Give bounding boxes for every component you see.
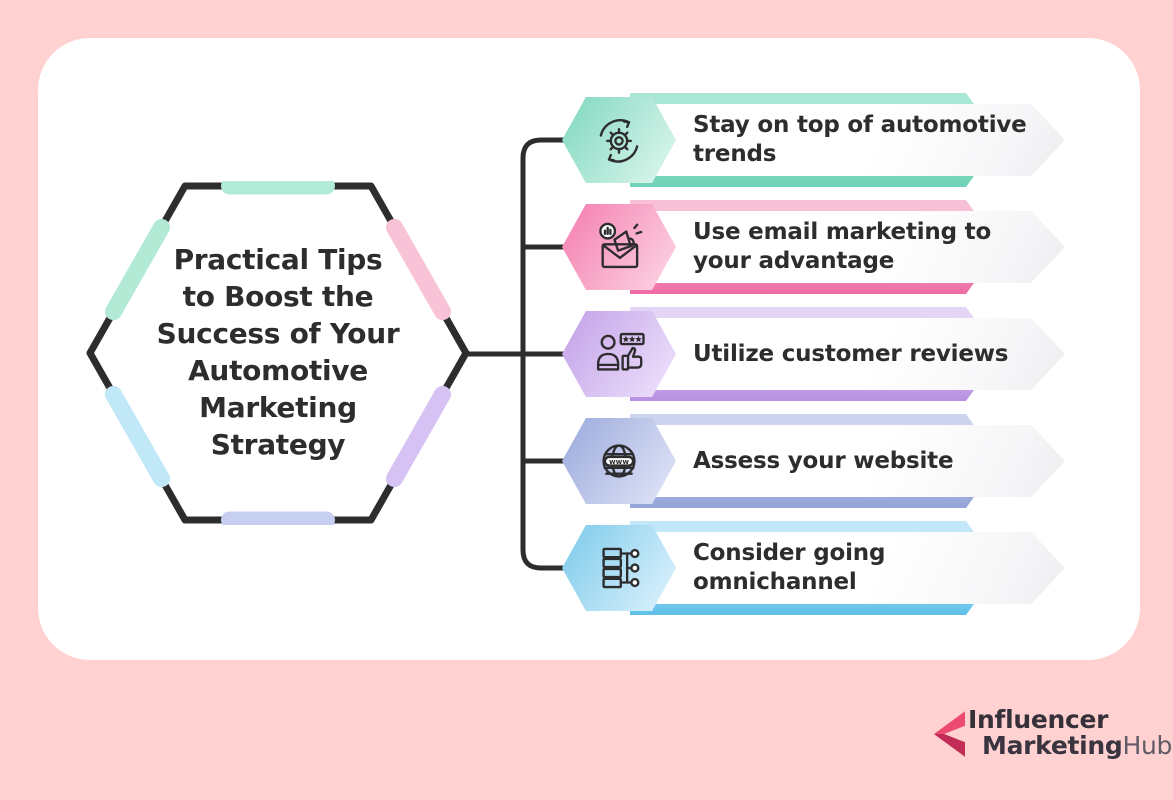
logo-hub: Hub [1122, 731, 1173, 760]
logo-arrow-icon [934, 711, 965, 757]
tip-banner: Consider going omnichannel [645, 532, 1065, 604]
tip-label: Consider going [693, 540, 886, 566]
gear-sync-icon [599, 119, 639, 163]
edge-bar-top [221, 181, 335, 195]
tip-label: your advantage [693, 248, 895, 274]
tip-label: Utilize customer reviews [693, 340, 1009, 367]
tip-icon-tile [562, 97, 676, 183]
tip-label: Stay on top of automotive [693, 112, 1027, 138]
customer-reviews-icon [596, 332, 645, 371]
tip-row-assess-website: Assess your website www [562, 413, 1082, 509]
title-line: to Boost the [182, 280, 374, 313]
edge-bar-top-right [385, 218, 452, 321]
tip-row-email-marketing: Use email marketing to your advantage [562, 199, 1082, 295]
edge-bar-bottom-left [104, 385, 171, 488]
tip-icon-tile [562, 311, 676, 397]
edge-bar-top-left [104, 218, 171, 321]
edge-bar-bottom-right [385, 385, 452, 488]
tip-row-automotive-trends: Stay on top of automotive trends [562, 92, 1082, 188]
hexagon-outline-graphic [86, 181, 470, 525]
logo-line1: Influencer [968, 705, 1109, 734]
logo-marketing: Marketing [982, 731, 1123, 760]
edge-bar-bottom [221, 511, 335, 525]
tip-label: trends [693, 141, 777, 167]
tip-label: Use email marketing to [693, 219, 992, 245]
logo-line2: MarketingHub [982, 732, 1172, 759]
title-line: Strategy [210, 428, 346, 461]
tip-label: Assess your website [693, 447, 954, 474]
tip-banner: Utilize customer reviews [645, 318, 1065, 390]
title-line: Automotive [188, 354, 368, 387]
influencer-marketing-hub-logo: Influencer MarketingHub [934, 706, 1172, 759]
tip-row-customer-reviews: Utilize customer reviews [562, 306, 1082, 402]
title-line: Marketing [199, 391, 357, 424]
tip-banner: Use email marketing to your advantage [645, 211, 1065, 283]
tip-label: omnichannel [693, 569, 857, 595]
omnichannel-icon [602, 547, 640, 589]
globe-www-label: www [609, 457, 629, 466]
email-megaphone-icon [599, 222, 643, 269]
central-hexagon: Practical Tips to Boost the Success of Y… [85, 181, 471, 525]
tip-row-omnichannel: Consider going omnichannel [562, 520, 1082, 616]
tip-banner: Assess your website [645, 425, 1065, 497]
tip-icon-tile [562, 525, 676, 611]
tip-banner: Stay on top of automotive trends [645, 104, 1065, 176]
hexagon-edge-bars [104, 181, 452, 525]
logo-text: Influencer MarketingHub [968, 706, 1172, 759]
title-line: Practical Tips [173, 243, 383, 276]
tip-icon-tile [562, 204, 676, 290]
infographic-title: Practical Tips to Boost the Success of Y… [118, 241, 438, 463]
tip-icon-tile: www [562, 418, 676, 504]
globe-www-icon: www [602, 444, 636, 478]
title-line: Success of Your [156, 317, 400, 350]
